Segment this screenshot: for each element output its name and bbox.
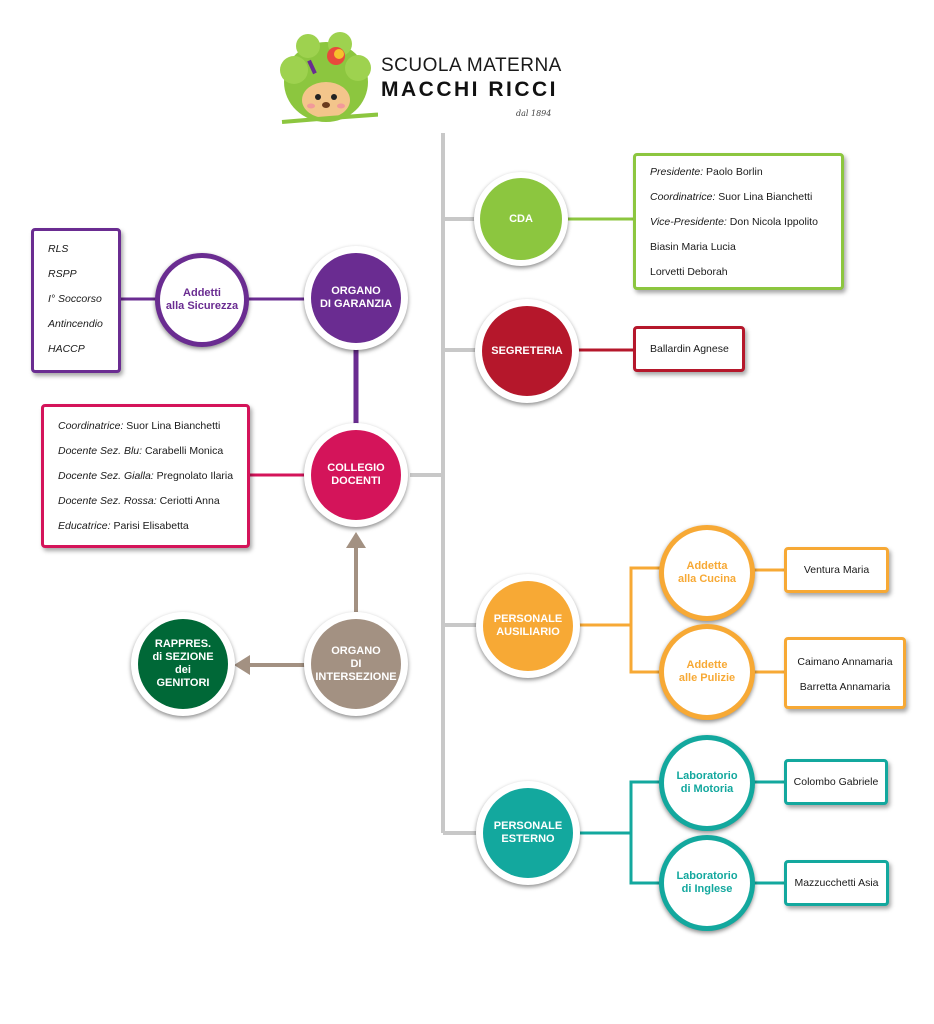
esterno-bracket bbox=[629, 780, 661, 885]
cda-members-box: Presidente: Paolo Borlin Coordinatrice: … bbox=[633, 153, 844, 290]
node-addetti-sicurezza-line1: Addetti bbox=[183, 287, 221, 299]
segreteria-member-row: Ballardin Agnese bbox=[650, 343, 729, 355]
node-lab-motoria-line2: di Motoria bbox=[680, 783, 734, 795]
sicurezza-role-row: HACCP bbox=[48, 343, 85, 355]
collegio-member-row: Docente Sez. Blu: Carabelli Monica bbox=[58, 445, 224, 457]
segreteria-members-box: Ballardin Agnese bbox=[633, 326, 745, 372]
motoria-member-row: Colombo Gabriele bbox=[793, 776, 879, 788]
node-organo-garanzia-line1: ORGANO bbox=[331, 285, 381, 297]
node-rappres-genitori-line1: RAPPRES. bbox=[154, 638, 212, 650]
pulizie-member-row: Barretta Annamaria bbox=[799, 681, 891, 693]
sicurezza-role-row: Antincendio bbox=[48, 318, 103, 330]
sicurezza-role-row: RSPP bbox=[48, 268, 77, 280]
node-lab-inglese: Laboratorio di Inglese bbox=[659, 835, 755, 931]
node-organo-garanzia: ORGANO DI GARANZIA bbox=[304, 246, 408, 350]
cda-member-row: Presidente: Paolo Borlin bbox=[650, 166, 763, 178]
node-personale-ausiliario-line1: PERSONALE bbox=[493, 613, 563, 625]
node-segreteria-label: SEGRETERIA bbox=[491, 344, 563, 357]
node-addetta-cucina-line2: alla Cucina bbox=[677, 573, 737, 585]
node-personale-esterno: PERSONALE ESTERNO bbox=[476, 781, 580, 885]
node-addetti-sicurezza: Addetti alla Sicurezza bbox=[155, 253, 249, 347]
node-addetta-cucina-line1: Addetta bbox=[686, 560, 728, 572]
node-organo-intersezione-line2: DI bbox=[350, 657, 362, 670]
node-lab-inglese-line2: di Inglese bbox=[681, 883, 733, 895]
node-collegio-docenti: COLLEGIO DOCENTI bbox=[304, 423, 408, 527]
node-collegio-docenti-line2: DOCENTI bbox=[331, 475, 381, 487]
node-organo-intersezione-line3: INTERSEZIONE bbox=[315, 670, 397, 683]
sicurezza-role-row: RLS bbox=[48, 243, 69, 255]
node-rappres-genitori-line4: GENITORI bbox=[156, 677, 210, 689]
node-lab-inglese-line1: Laboratorio bbox=[676, 870, 738, 882]
node-personale-esterno-line2: ESTERNO bbox=[501, 833, 555, 845]
node-addette-pulizie-line2: alle Pulizie bbox=[678, 672, 736, 684]
logo-title-line1: SCUOLA MATERNA bbox=[381, 55, 562, 76]
sicurezza-roles-box: RLS RSPP I° Soccorso Antincendio HACCP bbox=[31, 228, 121, 373]
node-cda: CDA bbox=[474, 172, 568, 266]
collegio-member-row: Coordinatrice: Suor Lina Bianchetti bbox=[58, 420, 221, 432]
node-organo-intersezione: ORGANO DI INTERSEZIONE bbox=[304, 612, 408, 716]
collegio-members-box: Coordinatrice: Suor Lina Bianchetti Doce… bbox=[41, 404, 250, 548]
node-personale-esterno-line1: PERSONALE bbox=[493, 820, 563, 832]
node-addette-pulizie: Addette alle Pulizie bbox=[659, 624, 755, 720]
node-collegio-docenti-line1: COLLEGIO bbox=[327, 462, 385, 474]
hedgehog-mascot-icon bbox=[280, 32, 378, 124]
logo-since: dal 1894 bbox=[516, 109, 552, 118]
node-lab-motoria-line1: Laboratorio bbox=[676, 770, 738, 782]
motoria-members-box: Colombo Gabriele bbox=[784, 759, 888, 805]
node-personale-ausiliario-line2: AUSILIARIO bbox=[496, 626, 560, 638]
intersezione-left-arrowhead bbox=[234, 655, 250, 675]
node-personale-ausiliario: PERSONALE AUSILIARIO bbox=[476, 574, 580, 678]
inglese-members-box: Mazzucchetti Asia bbox=[784, 860, 889, 906]
node-addetta-cucina: Addetta alla Cucina bbox=[659, 525, 755, 621]
node-addette-pulizie-line1: Addette bbox=[686, 659, 728, 671]
cda-member-row: Vice-Presidente: Don Nicola Ippolito bbox=[650, 216, 818, 228]
node-rappres-genitori-line2: di SEZIONE bbox=[152, 651, 214, 663]
node-rappres-genitori: RAPPRES. di SEZIONE dei GENITORI bbox=[131, 612, 235, 716]
cucina-member-row: Ventura Maria bbox=[803, 564, 870, 576]
node-organo-garanzia-line2: DI GARANZIA bbox=[319, 298, 393, 310]
node-lab-motoria: Laboratorio di Motoria bbox=[659, 735, 755, 831]
node-segreteria: SEGRETERIA bbox=[475, 299, 579, 403]
ausiliario-bracket bbox=[629, 566, 661, 674]
intersezione-up-arrowhead bbox=[346, 532, 366, 548]
pulizie-members-box: Caimano Annamaria Barretta Annamaria bbox=[784, 637, 906, 709]
node-organo-intersezione-line1: ORGANO bbox=[331, 644, 381, 657]
collegio-member-row: Docente Sez. Rossa: Ceriotti Anna bbox=[58, 495, 220, 507]
cucina-members-box: Ventura Maria bbox=[784, 547, 889, 593]
cda-member-row: Coordinatrice: Suor Lina Bianchetti bbox=[650, 191, 813, 203]
inglese-member-row: Mazzucchetti Asia bbox=[794, 877, 879, 889]
node-addetti-sicurezza-line2: alla Sicurezza bbox=[165, 300, 239, 312]
cda-member-row: Biasin Maria Lucia bbox=[650, 241, 736, 253]
sicurezza-role-row: I° Soccorso bbox=[48, 293, 102, 305]
logo-title-line2: MACCHI RICCI bbox=[381, 78, 558, 101]
collegio-member-row: Docente Sez. Gialla: Pregnolato Ilaria bbox=[58, 470, 234, 482]
node-rappres-genitori-line3: dei bbox=[175, 664, 191, 676]
collegio-member-row: Educatrice: Parisi Elisabetta bbox=[58, 520, 189, 532]
pulizie-member-row: Caimano Annamaria bbox=[797, 656, 893, 668]
cda-member-row: Lorvetti Deborah bbox=[650, 266, 728, 278]
node-cda-label: CDA bbox=[509, 212, 533, 225]
school-logo: SCUOLA MATERNA MACCHI RICCI dal 1894 bbox=[278, 30, 568, 130]
